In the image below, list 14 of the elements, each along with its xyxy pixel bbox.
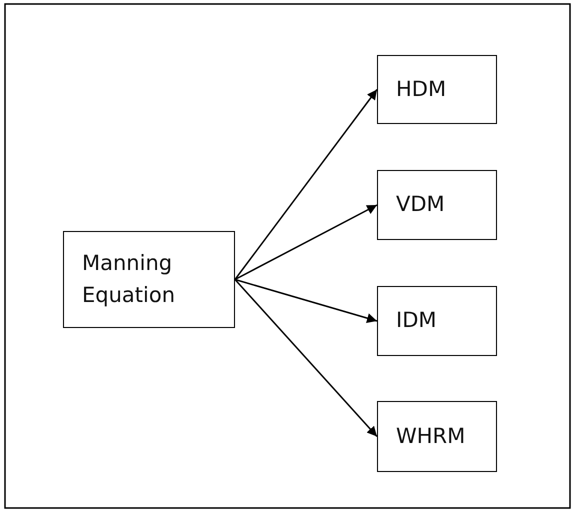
box-label: WHRM: [396, 422, 466, 450]
arrow: [234, 204, 378, 280]
arrow: [234, 279, 378, 437]
process-box: [377, 170, 497, 240]
process-box: [377, 401, 497, 472]
box-label: HDM: [396, 76, 446, 103]
box-label: Manning Equation: [82, 250, 176, 308]
box-label: VDM: [396, 191, 445, 218]
process-box: [377, 55, 497, 124]
arrow: [234, 89, 378, 280]
box-label: IDM: [396, 307, 436, 334]
arrow: [234, 278, 378, 323]
process-box: [377, 286, 497, 356]
process-box: [63, 231, 235, 328]
